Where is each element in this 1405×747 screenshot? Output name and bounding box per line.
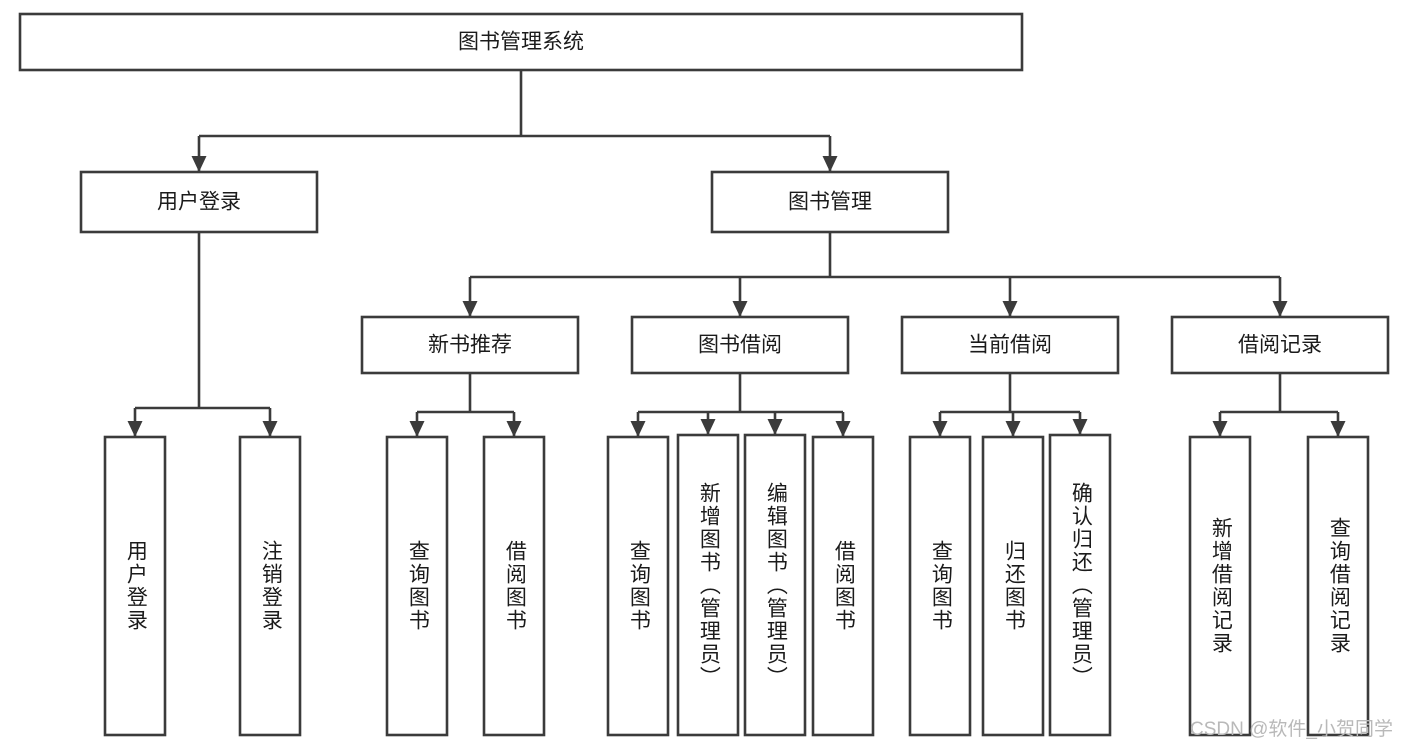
node-level3-图书借阅[interactable]: 图书借阅 bbox=[630, 315, 850, 375]
arrow-head bbox=[630, 421, 646, 437]
node-rect[interactable] bbox=[606, 435, 670, 737]
node-rect[interactable] bbox=[811, 435, 875, 737]
node-label: 图书管理 bbox=[788, 191, 872, 214]
node-rect[interactable] bbox=[1188, 435, 1252, 737]
node-label: 图书管理系统 bbox=[458, 31, 584, 54]
node-rect[interactable] bbox=[18, 12, 1024, 72]
arrow-head bbox=[191, 156, 207, 172]
leaf-node-查询图书[interactable] bbox=[908, 435, 972, 737]
arrow-head bbox=[506, 421, 522, 437]
arrow-head bbox=[1072, 419, 1088, 435]
leaf-node-查询图书[interactable] bbox=[385, 435, 449, 737]
arrow-head bbox=[1005, 421, 1021, 437]
node-rect[interactable] bbox=[360, 315, 580, 375]
node-label: 图书借阅 bbox=[698, 334, 782, 357]
arrow-head bbox=[1330, 421, 1346, 437]
node-rect[interactable] bbox=[385, 435, 449, 737]
arrow-head bbox=[932, 421, 948, 437]
node-rect[interactable] bbox=[238, 435, 302, 737]
leaf-node-新增图书（管理员）[interactable] bbox=[676, 433, 740, 737]
node-rect[interactable] bbox=[1170, 315, 1390, 375]
arrow-head bbox=[1272, 301, 1288, 317]
arrow-head bbox=[409, 421, 425, 437]
node-level2-图书管理[interactable]: 图书管理 bbox=[710, 170, 950, 234]
node-label: 用户登录 bbox=[157, 191, 241, 214]
node-rect[interactable] bbox=[1306, 435, 1370, 737]
node-level2-用户登录[interactable]: 用户登录 bbox=[79, 170, 319, 234]
node-level3-新书推荐[interactable]: 新书推荐 bbox=[360, 315, 580, 375]
node-rect[interactable] bbox=[981, 435, 1045, 737]
node-label: 借阅记录 bbox=[1238, 334, 1322, 357]
arrow-head bbox=[700, 419, 716, 435]
leaf-node-查询图书[interactable] bbox=[606, 435, 670, 737]
arrow-head bbox=[1002, 301, 1018, 317]
arrow-head bbox=[127, 421, 143, 437]
node-label: 当前借阅 bbox=[968, 334, 1052, 357]
node-rect[interactable] bbox=[676, 433, 740, 737]
arrow-head bbox=[822, 156, 838, 172]
leaf-node-借阅图书[interactable] bbox=[811, 435, 875, 737]
node-rect[interactable] bbox=[79, 170, 319, 234]
arrow-head bbox=[767, 419, 783, 435]
node-level3-借阅记录[interactable]: 借阅记录 bbox=[1170, 315, 1390, 375]
csdn-watermark: CSDN @软件_小贺同学 bbox=[1190, 719, 1393, 740]
leaf-node-注销登录[interactable] bbox=[238, 435, 302, 737]
arrow-head bbox=[1212, 421, 1228, 437]
leaf-node-用户登录[interactable] bbox=[103, 435, 167, 737]
arrow-head bbox=[835, 421, 851, 437]
leaf-node-确认归还（管理员）[interactable] bbox=[1048, 433, 1112, 737]
node-rect[interactable] bbox=[710, 170, 950, 234]
node-level3-当前借阅[interactable]: 当前借阅 bbox=[900, 315, 1120, 375]
arrow-head bbox=[462, 301, 478, 317]
arrow-head bbox=[262, 421, 278, 437]
leaf-node-借阅图书[interactable] bbox=[482, 435, 546, 737]
node-rect[interactable] bbox=[630, 315, 850, 375]
node-rect[interactable] bbox=[900, 315, 1120, 375]
node-label: 新书推荐 bbox=[428, 334, 512, 357]
node-rect[interactable] bbox=[908, 435, 972, 737]
leaf-node-查询借阅记录[interactable] bbox=[1306, 435, 1370, 737]
leaf-node-编辑图书（管理员）[interactable] bbox=[743, 433, 807, 737]
node-rect[interactable] bbox=[743, 433, 807, 737]
node-rect[interactable] bbox=[103, 435, 167, 737]
node-rect[interactable] bbox=[1048, 433, 1112, 737]
node-rect[interactable] bbox=[482, 435, 546, 737]
arrow-head bbox=[732, 301, 748, 317]
connectors-layer bbox=[127, 70, 1346, 437]
leaf-node-归还图书[interactable] bbox=[981, 435, 1045, 737]
node-root-图书管理系统[interactable]: 图书管理系统 bbox=[18, 12, 1024, 72]
leaf-node-新增借阅记录[interactable] bbox=[1188, 435, 1252, 737]
